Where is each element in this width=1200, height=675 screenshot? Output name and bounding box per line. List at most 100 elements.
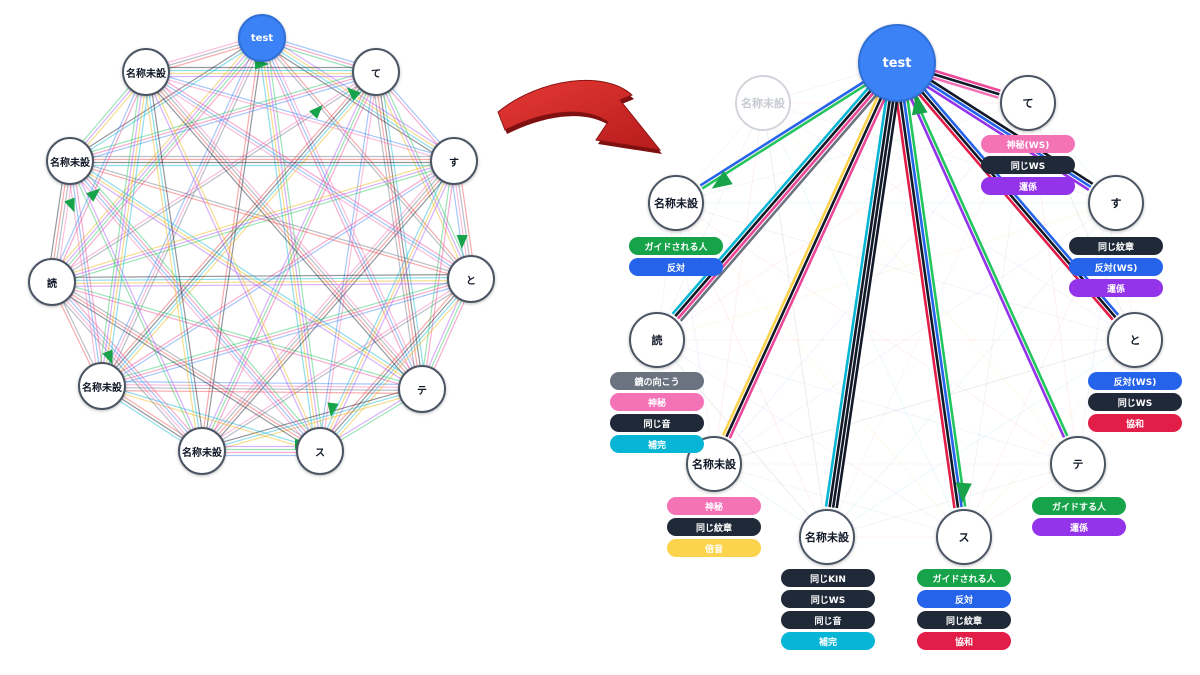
right-graph-edge: [929, 75, 999, 99]
left-graph-edge: [202, 38, 265, 452]
left-graph-edge: [370, 72, 419, 390]
right-node[interactable]: テ: [1050, 436, 1106, 492]
left-graph-edge: [316, 275, 469, 449]
right-node-badges: 神秘 同じ紋章 倍音: [667, 497, 761, 557]
left-graph-edge: [102, 383, 423, 389]
left-node[interactable]: 名称未設: [78, 362, 126, 410]
relation-badge: ガイドされる人: [917, 569, 1011, 587]
right-node[interactable]: 名称未設: [648, 175, 704, 231]
relation-badge: 同じWS: [781, 590, 875, 608]
right-node-badges: 反対(WS) 同じWS 協和: [1088, 372, 1182, 432]
left-graph-edge: [148, 71, 206, 451]
left-graph-edge: [70, 158, 472, 279]
left-graph-edge: [101, 389, 422, 395]
left-node[interactable]: 名称未設: [46, 137, 94, 185]
right-node-faded[interactable]: 名称未設: [735, 75, 791, 131]
left-graph-edge: [376, 71, 425, 389]
left-graph-edge: [70, 38, 264, 163]
relation-badge: 運係: [1069, 279, 1163, 297]
left-graph-edge: [319, 160, 455, 452]
left-graph-edge: [98, 68, 374, 384]
left-graph-edge: [104, 39, 266, 388]
right-graph-faint-edge: [656, 62, 898, 341]
left-node[interactable]: テ: [398, 365, 446, 413]
left-graph-edge: [372, 73, 469, 281]
relation-badge: 協和: [1088, 414, 1182, 432]
right-graph-edge: [932, 68, 1001, 93]
left-graph-edge: [201, 71, 377, 452]
left-graph-edge: [373, 72, 422, 390]
left-graph-edge: [52, 38, 264, 284]
relation-badge: 反対: [629, 258, 723, 276]
right-node-badges: ガイドされる人 反対 同じ紋章 協和: [917, 569, 1011, 650]
right-node[interactable]: ス: [936, 509, 992, 565]
right-node[interactable]: て: [1000, 75, 1056, 131]
left-graph-edge: [101, 386, 422, 392]
relation-badge: 同じ音: [781, 611, 875, 629]
left-graph-edge: [98, 36, 260, 385]
left-graph-arrowhead: [64, 197, 75, 213]
left-node[interactable]: て: [352, 48, 400, 96]
relation-badge: 同じWS: [1088, 393, 1182, 411]
left-graph-edge: [52, 72, 378, 284]
left-graph-edge: [198, 70, 374, 450]
relation-badge: 神秘: [610, 393, 704, 411]
left-graph-edge: [201, 388, 423, 452]
right-node[interactable]: 読: [629, 312, 685, 368]
left-graph-edge: [145, 71, 203, 452]
left-node[interactable]: 名称未設: [178, 427, 226, 475]
right-node[interactable]: 名称未設: [799, 509, 855, 565]
left-node[interactable]: 読: [28, 258, 76, 306]
left-graph-edge: [258, 38, 420, 391]
relation-badge: 反対(WS): [1069, 258, 1163, 276]
left-graph-edge: [101, 386, 320, 454]
left-graph-edge: [71, 157, 424, 387]
left-graph-edge: [260, 38, 471, 281]
left-graph-edge: [51, 273, 471, 279]
right-graph-edge: [828, 98, 892, 508]
left-graph-edge: [50, 284, 319, 455]
relation-badge: 神秘: [667, 497, 761, 515]
left-graph-edge: [69, 160, 103, 387]
left-node[interactable]: ス: [296, 427, 344, 475]
right-graph-faint-edge: [826, 339, 1136, 538]
left-graph-edge: [51, 282, 422, 392]
left-graph-edge: [375, 71, 472, 280]
left-node[interactable]: と: [447, 255, 495, 303]
left-node[interactable]: 名称未設: [122, 48, 170, 96]
left-graph-edge: [260, 38, 454, 163]
left-graph-edge: [66, 163, 318, 455]
left-graph-edge: [201, 385, 422, 449]
left-graph-edge: [72, 160, 106, 386]
left-graph-edge: [51, 281, 321, 452]
relation-badge: 反対(WS): [1088, 372, 1182, 390]
left-graph-edge: [105, 72, 152, 387]
left-graph-edge: [68, 161, 202, 452]
right-graph-faint-edge: [675, 202, 1079, 465]
left-graph-edge: [318, 277, 471, 451]
right-graph-faint-edge: [713, 102, 764, 465]
right-graph-edge: [922, 87, 1120, 316]
left-graph-edge: [200, 159, 454, 451]
left-graph-edge: [142, 74, 420, 393]
relation-badge: 倍音: [667, 539, 761, 557]
right-graph-faint-edge: [656, 102, 764, 341]
left-graph-edge: [70, 74, 378, 165]
right-node[interactable]: す: [1088, 175, 1144, 231]
left-graph-arrowhead: [102, 349, 113, 365]
left-graph-arrowhead: [86, 188, 101, 202]
right-graph-faint-edge: [896, 62, 1079, 465]
left-graph-edge: [68, 161, 320, 453]
right-graph-edge: [906, 97, 967, 507]
relation-badge: 同じWS: [981, 156, 1075, 174]
left-graph-edge: [96, 71, 143, 386]
right-node[interactable]: と: [1107, 312, 1163, 368]
right-graph-faint-edge: [656, 202, 1117, 341]
left-graph-edge: [53, 278, 322, 449]
left-graph-edge: [199, 37, 262, 451]
left-node[interactable]: す: [430, 137, 478, 185]
right-node-root[interactable]: test: [858, 24, 936, 102]
left-graph-edge: [259, 38, 320, 452]
left-node-root[interactable]: test: [238, 14, 286, 62]
